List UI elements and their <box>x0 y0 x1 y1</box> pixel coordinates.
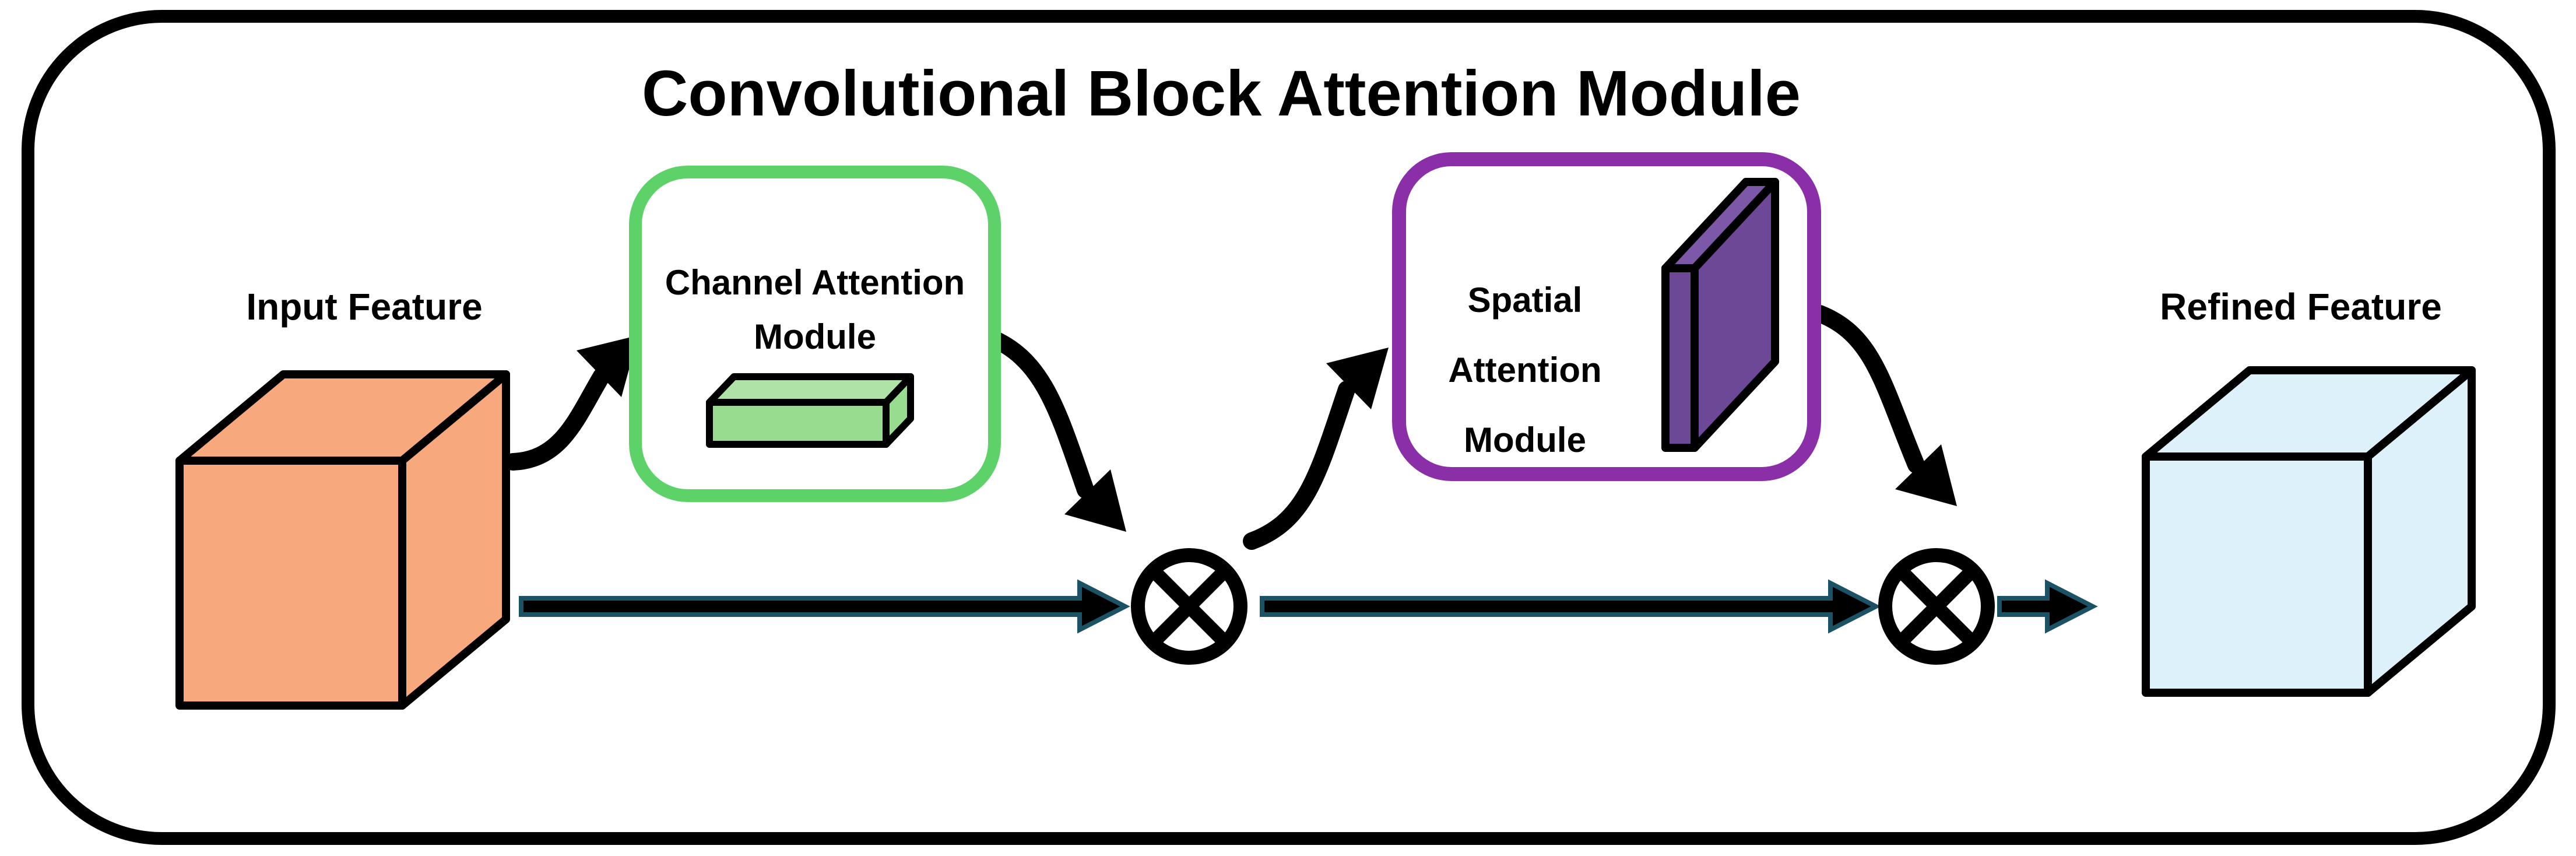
diagram-title: Convolutional Block Attention Module <box>642 58 1801 129</box>
multiply-1-cross-stroke-b <box>1148 565 1231 648</box>
arrowhead-channel-to-multiply1 <box>1064 469 1126 532</box>
arrowhead-multiply1-to-spatial <box>1326 348 1389 409</box>
straight-arrow-multiply1-to-multiply2 <box>1260 579 1881 634</box>
arrowhead-spatial-to-multiply2 <box>1895 444 1957 506</box>
spatial-attention-label-line1: Spatial <box>1468 280 1583 320</box>
refined-cube-front-face <box>2142 452 2372 697</box>
multiply-operator-1 <box>1131 548 1247 665</box>
straight-arrow-input-to-multiply1 <box>519 579 1130 634</box>
spatial-attention-label-line3: Module <box>1464 420 1586 459</box>
curved-arrow-channel-to-multiply1 <box>981 328 1094 499</box>
channel-attention-label-line2: Module <box>754 317 876 356</box>
spatial-attention-label-line2: Attention <box>1448 350 1601 390</box>
curved-arrow-spatial-to-multiply2 <box>1811 305 1925 473</box>
spatial-attention-node: Spatial Attention Module <box>1392 152 1821 481</box>
straight-arrow-multiply2-to-refined <box>1997 579 2098 634</box>
arrowhead-input-to-channel <box>577 335 638 397</box>
refined-feature-cube <box>2142 366 2476 697</box>
channel-block-front-face <box>706 399 890 448</box>
residual-path-arrows <box>519 579 2098 634</box>
curved-arrow-input-to-channel <box>504 367 610 471</box>
input-feature-node: Input Feature <box>175 286 510 710</box>
refined-feature-label: Refined Feature <box>2160 286 2442 328</box>
multiply-2-cross-stroke-b <box>1895 565 1978 648</box>
channel-block-top-face <box>706 373 914 406</box>
channel-attention-node: Channel Attention Module <box>629 166 1001 502</box>
multiply-operator-2 <box>1878 548 1995 665</box>
refined-feature-node: Refined Feature <box>2142 286 2476 697</box>
curved-arrow-multiply1-to-spatial <box>1243 381 1355 550</box>
spatial-block-front-face <box>1661 264 1699 452</box>
input-cube-front-face <box>175 457 406 710</box>
channel-attention-block <box>706 373 914 448</box>
input-feature-cube <box>175 370 510 710</box>
input-feature-label: Input Feature <box>246 286 482 328</box>
spatial-attention-block <box>1661 178 1779 452</box>
channel-attention-label-line1: Channel Attention <box>665 263 965 302</box>
attention-path-arrows <box>504 305 1957 550</box>
